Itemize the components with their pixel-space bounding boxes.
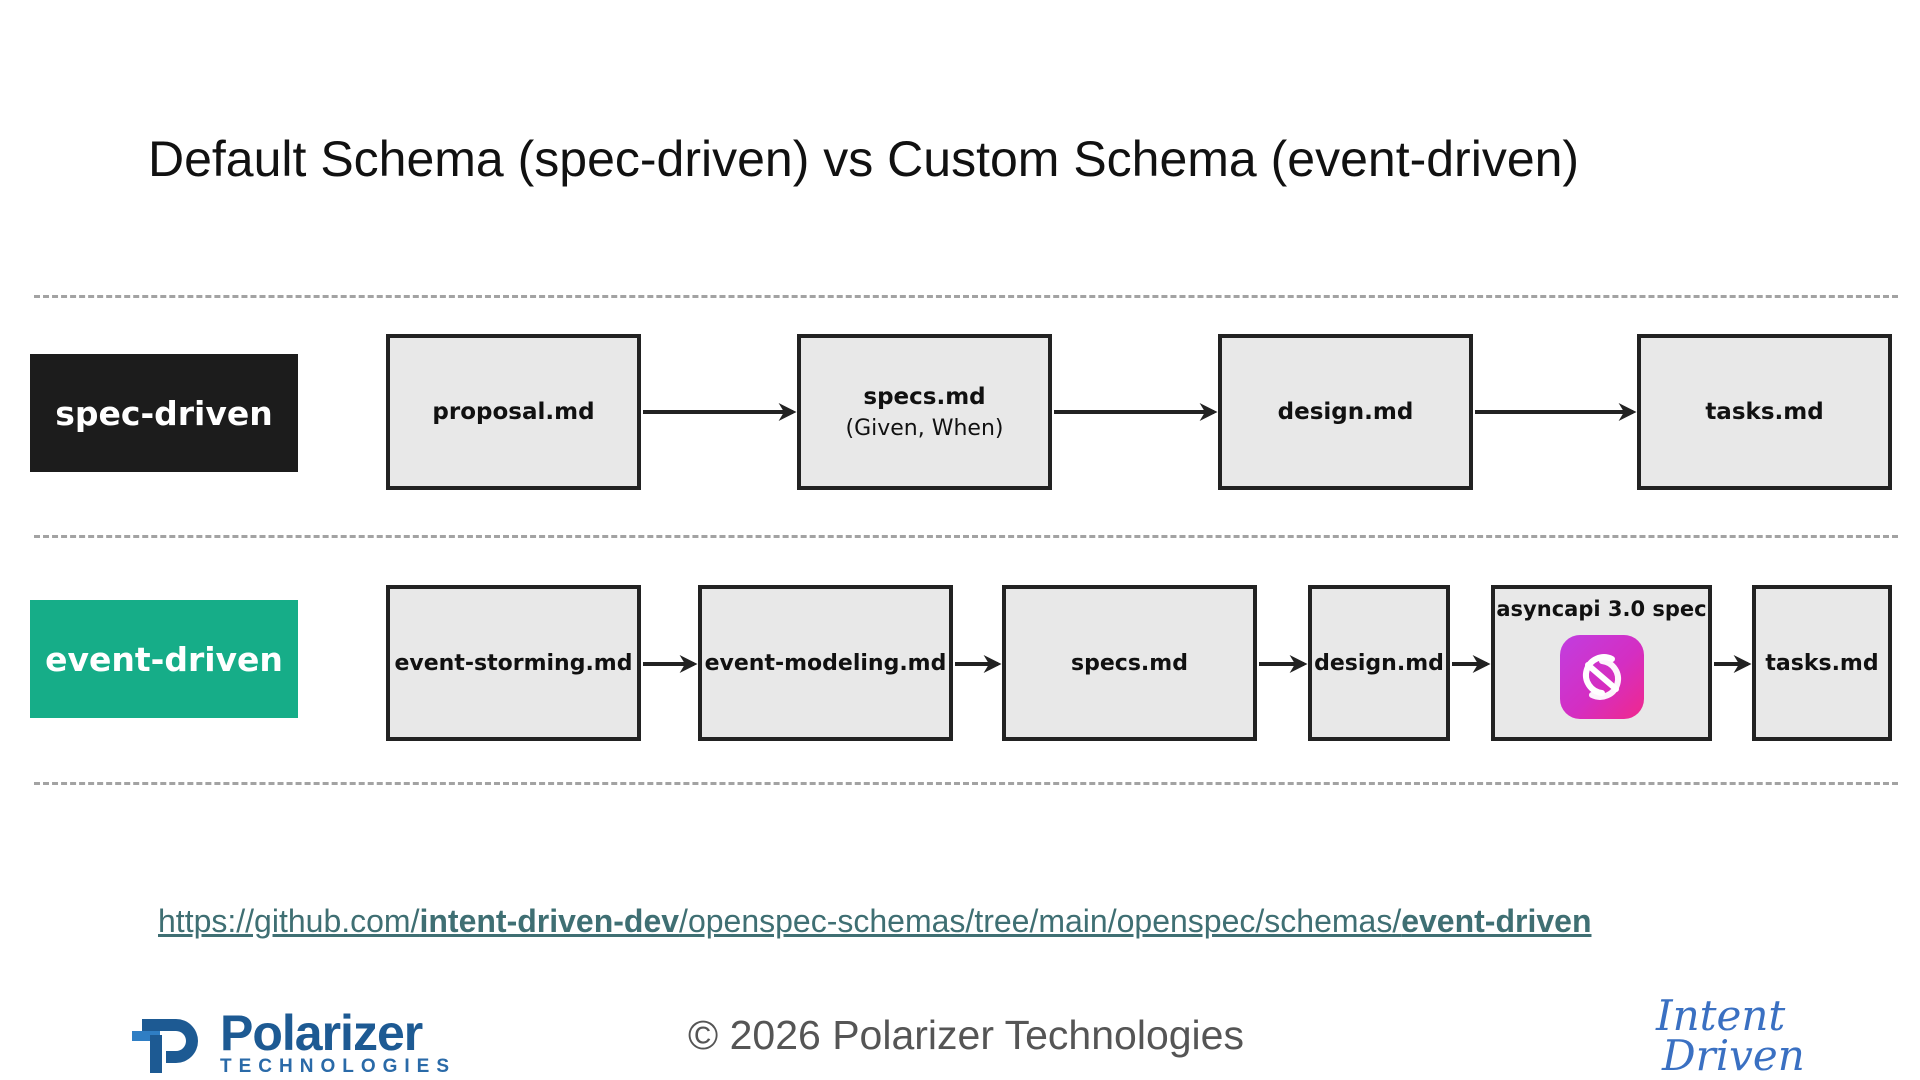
link-part: https://github.com/	[158, 903, 420, 939]
node-event-specs: specs.md	[1002, 585, 1257, 741]
node-label: tasks.md	[1765, 650, 1879, 676]
node-label: tasks.md	[1705, 399, 1824, 425]
node-label: design.md	[1277, 399, 1414, 425]
github-schema-link[interactable]: https://github.com/intent-driven-dev/ope…	[158, 903, 1591, 940]
event-driven-label: event-driven	[30, 600, 298, 718]
dashed-divider	[34, 535, 1898, 538]
dashed-divider	[34, 782, 1898, 785]
node-specs: specs.md (Given, When)	[797, 334, 1052, 490]
logo-tagline: TECHNOLOGIES	[220, 1056, 457, 1077]
copyright-text: © 2026 Polarizer Technologies	[688, 1012, 1244, 1058]
polarizer-mark-icon	[132, 1019, 198, 1073]
node-event-storming: event-storming.md	[386, 585, 641, 741]
dashed-divider	[34, 295, 1898, 298]
link-part-bold: event-driven	[1401, 903, 1592, 939]
node-event-modeling: event-modeling.md	[698, 585, 953, 741]
link-part: /openspec-schemas/tree/main/openspec/sch…	[679, 903, 1402, 939]
node-label: specs.md	[863, 383, 986, 410]
slide-title: Default Schema (spec-driven) vs Custom S…	[148, 131, 1580, 187]
node-label: asyncapi 3.0 spec	[1496, 597, 1707, 621]
node-event-design: design.md	[1308, 585, 1450, 741]
node-design: design.md	[1218, 334, 1473, 490]
intent-logo-line2: Driven	[1662, 1031, 1805, 1080]
node-tasks: tasks.md	[1637, 334, 1892, 490]
polarizer-logo: Polarizer TECHNOLOGIES	[132, 1005, 457, 1078]
node-label: event-modeling.md	[704, 650, 947, 676]
asyncapi-icon	[1559, 635, 1644, 719]
node-proposal: proposal.md	[386, 334, 641, 490]
node-asyncapi: asyncapi 3.0 spec	[1491, 585, 1712, 741]
logo-name: Polarizer	[220, 1005, 423, 1061]
node-label: design.md	[1314, 650, 1444, 676]
node-event-tasks: tasks.md	[1752, 585, 1892, 741]
intent-driven-logo: Intent Driven	[1656, 991, 1805, 1080]
link-part-bold: intent-driven-dev	[419, 903, 680, 939]
node-label: event-storming.md	[394, 650, 633, 676]
node-label: proposal.md	[432, 399, 595, 425]
intent-logo-line1: Intent	[1656, 991, 1786, 1040]
spec-driven-label: spec-driven	[30, 354, 298, 472]
node-label: specs.md	[1071, 650, 1188, 676]
node-sublabel: (Given, When)	[845, 415, 1004, 441]
